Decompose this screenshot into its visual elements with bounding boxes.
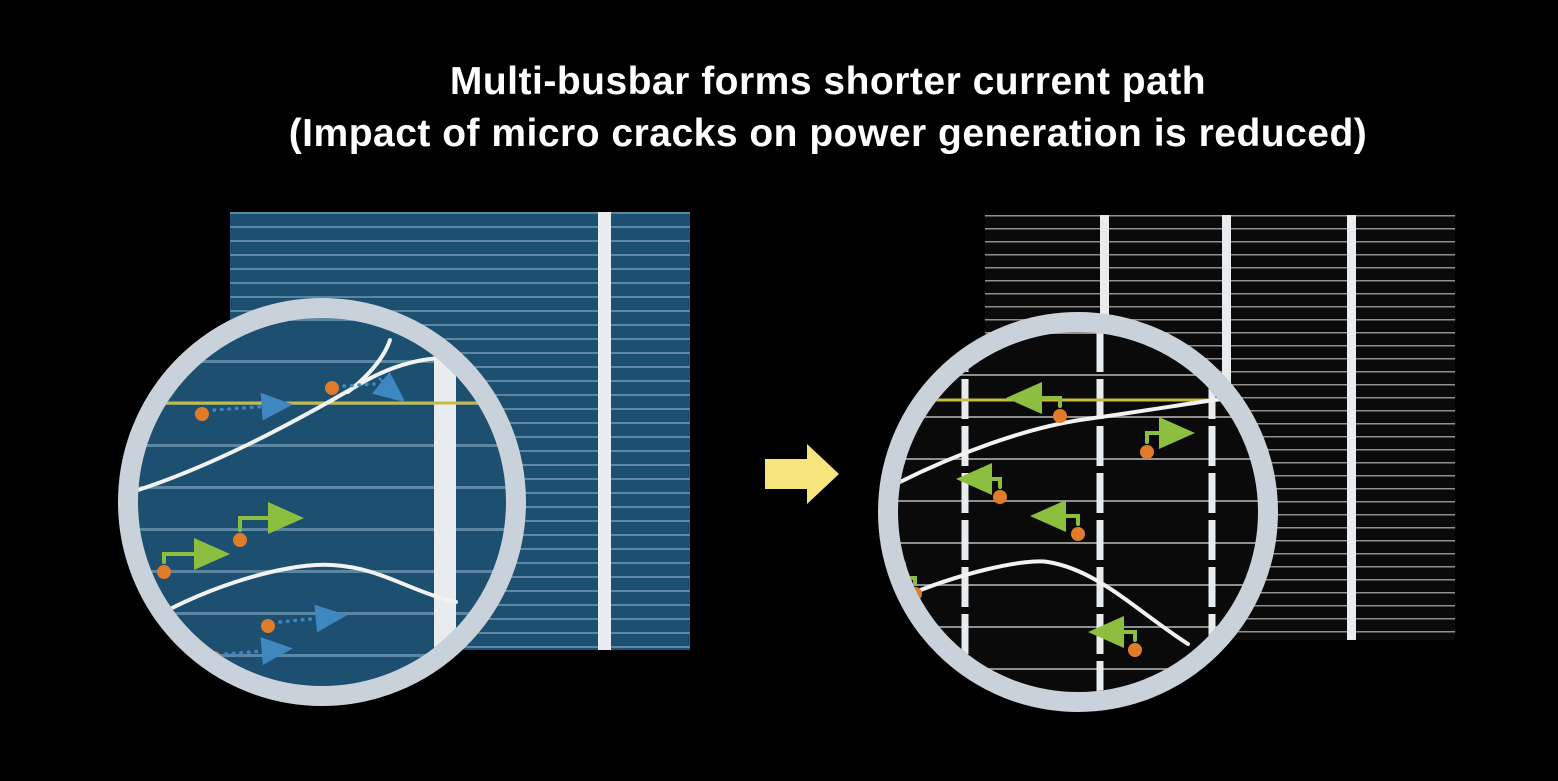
micro-crack-lines <box>138 338 458 626</box>
electron-dots <box>908 409 1154 657</box>
left-lens-graphic-icon <box>138 318 506 686</box>
blocked-x-icon <box>378 377 389 388</box>
short-current-paths <box>162 502 304 570</box>
short-current-paths <box>898 382 1195 648</box>
zoomed-multi-busbars <box>961 332 1216 692</box>
right-cell-busbar-3 <box>1347 215 1356 640</box>
left-cell-busbar <box>598 212 611 650</box>
electron-dots <box>157 381 339 665</box>
long-current-paths <box>212 371 406 665</box>
micro-crack-lines <box>898 394 1244 646</box>
diagram-title: Multi-busbar forms shorter current path … <box>98 56 1558 160</box>
zoomed-busbar <box>434 318 456 686</box>
transition-right-arrow-icon <box>765 444 839 504</box>
title-line-1: Multi-busbar forms shorter current path <box>449 60 1207 103</box>
left-magnifier-lens <box>118 298 526 706</box>
right-magnifier-lens <box>878 312 1278 712</box>
right-lens-graphic-icon <box>898 332 1258 692</box>
title-line-2: (Impact of micro cracks on power generat… <box>288 112 1368 155</box>
